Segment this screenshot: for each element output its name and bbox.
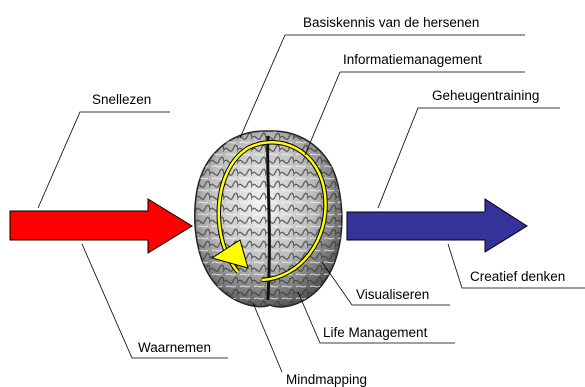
label-snellezen: Snellezen (92, 92, 151, 107)
label-informatiemanagement: Informatiemanagement (343, 52, 482, 67)
label-creatief-denken: Creatief denken (470, 269, 565, 284)
leader-basiskennis (239, 34, 525, 139)
leader-visualiseren (321, 261, 450, 306)
cycle-arrow (210, 140, 328, 283)
leader-creatief (447, 243, 585, 289)
label-mindmapping: Mindmapping (286, 372, 367, 387)
leader-life-management (297, 291, 455, 344)
leader-geheugentraining (377, 107, 560, 209)
leader-snellezen (37, 111, 170, 209)
label-waarnemen: Waarnemen (138, 340, 211, 355)
leader-waarnemen (81, 243, 228, 359)
label-geheugentraining: Geheugentraining (432, 88, 539, 103)
label-basiskennis: Basiskennis van de hersenen (303, 15, 479, 30)
input-arrow (9, 198, 193, 254)
label-life-management: Life Management (323, 325, 428, 340)
label-visualiseren: Visualiseren (356, 287, 429, 302)
output-arrow (346, 198, 528, 253)
leader-mindmapping (252, 302, 283, 373)
leader-informatiemanagement (304, 71, 525, 156)
